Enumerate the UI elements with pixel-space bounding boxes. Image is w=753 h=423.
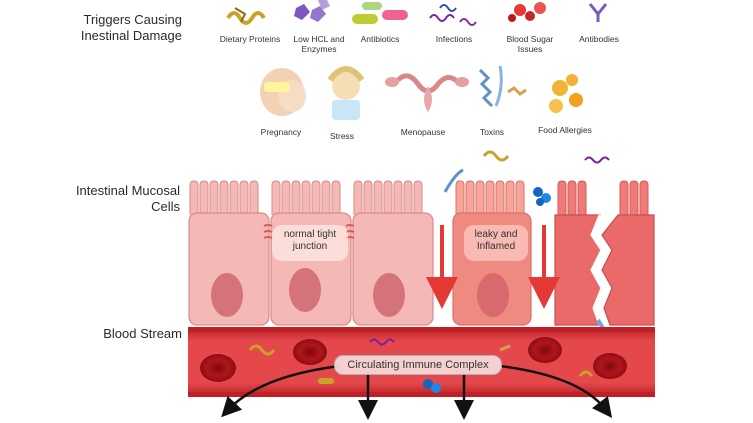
falling-antigen-icon xyxy=(533,187,551,206)
mucosa-heading: Intestinal Mucosal Cells xyxy=(60,183,180,215)
trigger-label-pregnancy-text: Pregnancy xyxy=(260,127,302,137)
outflow-arrows xyxy=(221,364,613,420)
trigger-label-low-hcl: Low HCL and Enzymes xyxy=(288,34,350,54)
immune-complex-label-text: Circulating Immune Complex xyxy=(347,359,489,371)
stress-icon xyxy=(327,66,365,120)
trigger-label-antibodies-text: Antibodies xyxy=(579,34,619,44)
trigger-label-blood-sugar: Blood Sugar Issues xyxy=(500,34,560,54)
trigger-label-low-hcl-text: Low HCL and Enzymes xyxy=(293,34,345,54)
normal-cell-1 xyxy=(188,180,270,326)
trigger-label-infections: Infections xyxy=(424,34,484,44)
triggers-heading-text: Triggers Causing Inestinal Damage xyxy=(80,12,182,43)
trigger-label-antibiotics-text: Antibiotics xyxy=(360,34,400,44)
falling-protein-icon xyxy=(482,150,510,162)
trigger-label-antibodies: Antibodies xyxy=(568,34,630,44)
red-blood-cells xyxy=(200,337,627,382)
low-hcl-icon xyxy=(294,0,330,22)
antibodies-icon xyxy=(588,3,608,22)
dietary-proteins-icon xyxy=(226,7,266,25)
blood-heading-text: Blood Stream xyxy=(103,326,182,341)
blood-heading: Blood Stream xyxy=(80,326,182,342)
trigger-label-dietary-proteins-text: Dietary Proteins xyxy=(219,34,281,44)
trigger-label-stress: Stress xyxy=(320,131,364,141)
blood-particles xyxy=(248,338,594,393)
food-allergies-icon xyxy=(549,74,583,113)
trigger-label-blood-sugar-text: Blood Sugar Issues xyxy=(506,34,554,54)
toxins-icon xyxy=(478,65,527,108)
trigger-label-dietary-proteins: Dietary Proteins xyxy=(212,34,288,44)
immune-complex-label: Circulating Immune Complex xyxy=(334,355,502,375)
leak-arrows xyxy=(426,225,560,309)
trigger-label-toxins: Toxins xyxy=(472,127,512,137)
infections-icon xyxy=(429,4,477,26)
trigger-label-food-allergies: Food Allergies xyxy=(532,125,598,135)
pregnancy-icon xyxy=(260,68,306,116)
blood-sugar-icon xyxy=(508,2,546,22)
trigger-label-antibiotics: Antibiotics xyxy=(350,34,410,44)
antibiotics-icon xyxy=(352,2,408,24)
trigger-label-toxins-text: Toxins xyxy=(479,127,505,137)
falling-microbe-icon xyxy=(584,156,610,164)
trigger-label-menopause: Menopause xyxy=(392,127,454,137)
triggers-heading: Triggers Causing Inestinal Damage xyxy=(40,12,182,44)
trigger-label-pregnancy: Pregnancy xyxy=(250,127,312,137)
normal-junction-label: normal tight junction xyxy=(272,225,348,261)
mucosa-heading-text: Intestinal Mucosal Cells xyxy=(75,183,180,214)
menopause-icon xyxy=(385,73,469,112)
leaky-label: leaky and Inflamed xyxy=(464,225,528,261)
trigger-label-menopause-text: Menopause xyxy=(400,127,446,137)
trigger-label-food-allergies-text: Food Allergies xyxy=(538,125,592,135)
normal-cell-3 xyxy=(352,180,434,326)
trigger-label-stress-text: Stress xyxy=(329,131,355,141)
damaged-cells xyxy=(554,180,655,326)
leaky-label-text: leaky and Inflamed xyxy=(474,229,518,252)
normal-junction-label-text: normal tight junction xyxy=(283,229,337,252)
falling-toxin-icon xyxy=(443,168,464,193)
trigger-label-infections-text: Infections xyxy=(435,34,473,44)
